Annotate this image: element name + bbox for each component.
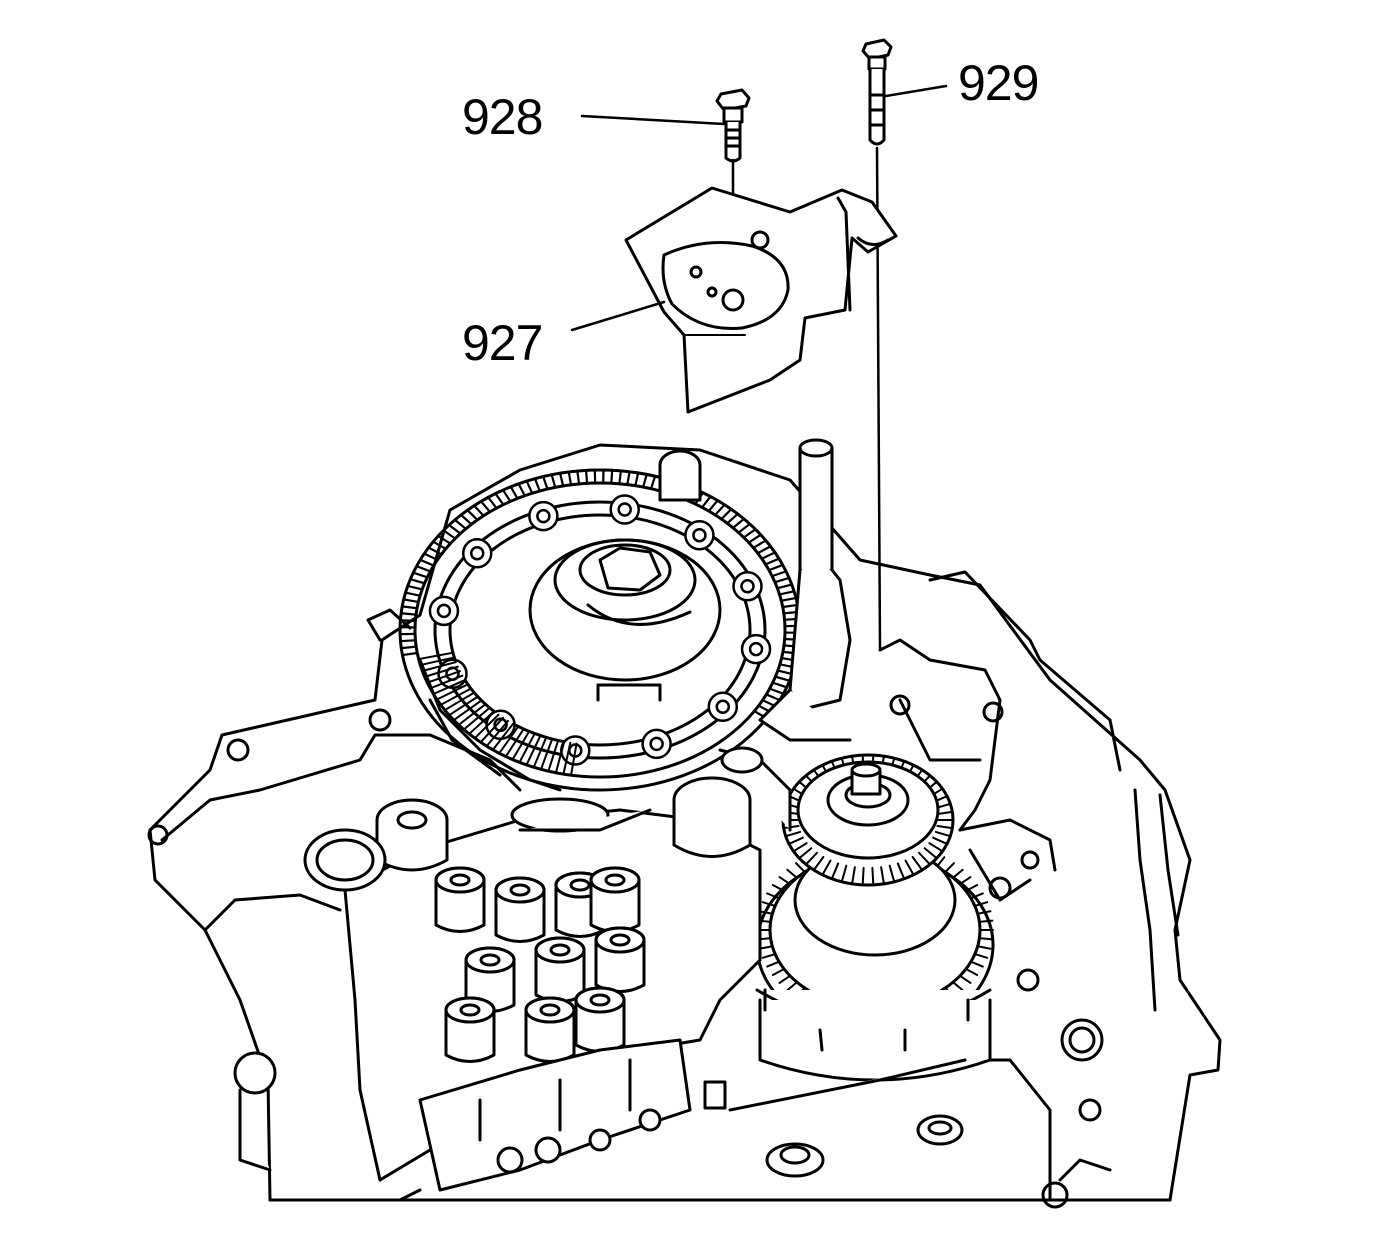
leader-927 [572, 302, 664, 330]
callout-927: 927 [462, 318, 542, 368]
leader-928 [582, 116, 724, 124]
transfer-gears [757, 755, 993, 1080]
ring-gear [400, 470, 800, 790]
callout-928: 928 [462, 92, 542, 142]
leader-929 [886, 86, 946, 96]
callout-929: 929 [958, 58, 1038, 108]
bolt-929 [863, 40, 891, 648]
lower-case-edge [270, 1190, 1170, 1200]
bracket-927 [626, 188, 896, 412]
